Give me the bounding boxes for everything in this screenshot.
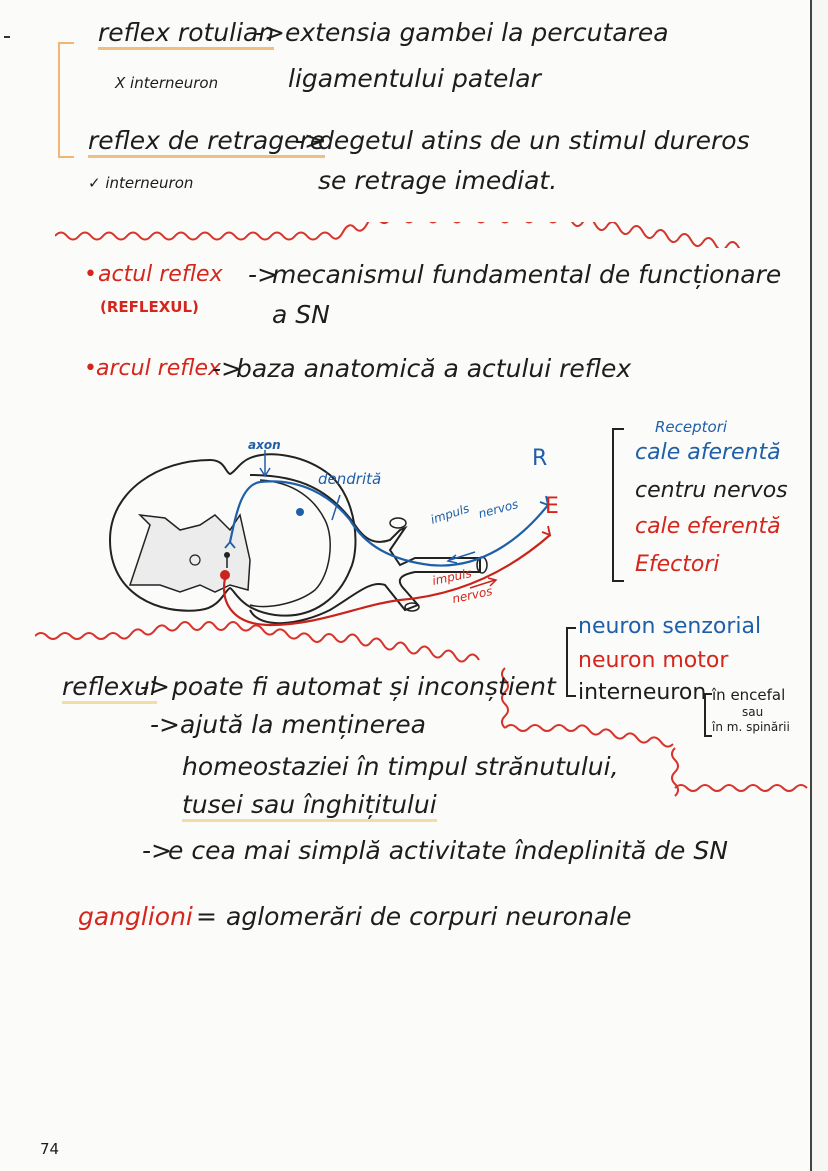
arc-component-cale-aferenta: cale aferentă: [635, 440, 781, 465]
interneuron-location-line3: în m. spinării: [712, 720, 790, 734]
term-actul-reflex: actul reflex: [98, 262, 223, 287]
note-with-interneuron: ✓ interneuron: [88, 174, 194, 192]
arrow: ->: [295, 126, 325, 155]
interneuron-location-bracket: [704, 693, 712, 737]
note-no-interneuron: X interneuron: [115, 74, 219, 92]
term-reflexul: reflexul: [62, 672, 157, 704]
term-reflexul-alias: (REFLEXUL): [100, 298, 199, 316]
arrow: ->: [142, 836, 172, 865]
arc-component-cale-eferenta: cale eferentă: [635, 514, 781, 539]
reflexul-point-3: e cea mai simplă activitate îndeplinită …: [168, 836, 728, 865]
definition-reflex-de-retragere-line2: se retrage imediat.: [318, 166, 558, 195]
bullet: •: [84, 262, 97, 287]
arrow: ->: [248, 260, 278, 289]
section1-bracket: [58, 42, 74, 158]
arrow: ->: [150, 710, 180, 739]
term-arcul-reflex: arcul reflex: [96, 356, 222, 381]
term-ganglioni: ganglioni: [78, 902, 193, 931]
definition-actul-reflex-line1: mecanismul fundamental de funcționare: [272, 260, 782, 289]
term-reflex-rotulian: reflex rotulian: [98, 18, 275, 50]
arc-component-efectori: Efectori: [635, 552, 720, 577]
neuron-type-senzorial: neuron senzorial: [578, 614, 762, 639]
margin-mark: [4, 36, 10, 38]
bullet: •: [84, 356, 97, 381]
term-reflex-de-retragere: reflex de retragere: [88, 126, 326, 158]
neuron-type-interneuron: interneuron: [578, 680, 707, 705]
definition-reflex-rotulian-line2: ligamentului patelar: [288, 64, 541, 93]
definition-actul-reflex-line2: a SN: [272, 300, 330, 329]
definition-reflex-de-retragere-line1: degetul atins de un stimul dureros: [318, 126, 750, 155]
arrow: ->: [140, 672, 170, 701]
neuron-type-motor: neuron motor: [578, 648, 729, 673]
label-effector-e: E: [545, 494, 559, 519]
arc-component-receptori: Receptori: [655, 418, 728, 436]
equals-sign: =: [196, 902, 217, 931]
page-number: 74: [40, 1140, 60, 1158]
arc-components-bracket: [612, 428, 624, 582]
wavy-divider: [55, 222, 741, 248]
definition-reflex-rotulian-line1: extensia gambei la percutarea: [285, 18, 669, 47]
arrow: ->: [212, 354, 242, 383]
reflexul-point-2-line2: homeostaziei în timpul strănutului,: [182, 752, 619, 781]
interneuron-location-line2: sau: [742, 705, 764, 719]
reflexul-point-2-line3: tusei sau înghițitului: [182, 790, 437, 822]
label-receptor-r: R: [532, 446, 548, 471]
neuron-types-bracket: [566, 627, 576, 697]
wavy-divider-box: [35, 621, 808, 797]
arc-component-centru-nervos: centru nervos: [635, 478, 788, 503]
label-axon: axon: [248, 438, 281, 452]
definition-arcul-reflex: baza anatomică a actului reflex: [236, 354, 632, 383]
label-dendrite: dendrită: [318, 470, 382, 488]
definition-ganglioni: aglomerări de corpuri neuronale: [226, 902, 632, 931]
reflexul-point-2-line1: ajută la menținerea: [180, 710, 426, 739]
interneuron-location-line1: în encefal: [712, 686, 786, 704]
reflexul-point-1: poate fi automat și inconștient: [172, 672, 556, 701]
reflex-arc-diagram: [108, 450, 552, 627]
arrow: ->: [255, 18, 285, 47]
